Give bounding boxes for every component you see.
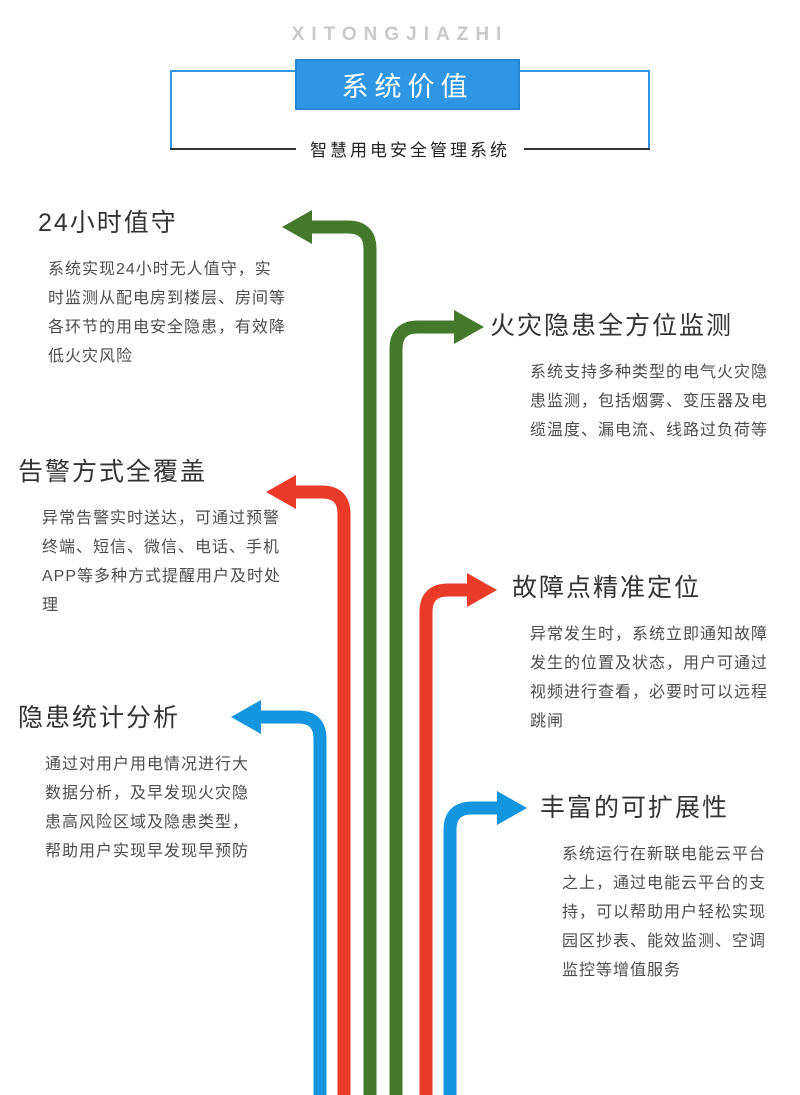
feature-title: 告警方式全覆盖: [18, 458, 208, 486]
subtitle-line-left: [170, 147, 296, 150]
subtitle-row: 智慧用电安全管理系统: [170, 136, 650, 161]
watermark-text: XITONGJIAZHI: [291, 24, 509, 45]
title-box: 系统价值: [295, 59, 520, 110]
feature-fire-hazard-monitoring: 火灾隐患全方位监测 系统支持多种类型的电气火灾隐患监测，包括烟雾、变压器及电缆温…: [490, 306, 780, 445]
feature-title: 隐患统计分析: [18, 704, 181, 732]
title-bracket-line-top-left: [170, 70, 296, 72]
title-bracket-line-top-right: [519, 70, 650, 72]
feature-body: 通过对用户用电情况进行大数据分析，及早发现火灾隐患高风险区域及隐患类型，帮助用户…: [45, 756, 250, 860]
feature-alarm-coverage: 告警方式全覆盖 异常告警实时送达，可通过预警终端、短信、微信、电话、手机APP等…: [18, 452, 282, 620]
arrow-alarm-coverage: [266, 475, 351, 1095]
feature-title: 24小时值守: [38, 209, 178, 237]
page-subtitle: 智慧用电安全管理系统: [310, 141, 510, 160]
feature-24h-duty: 24小时值守 系统实现24小时无人值守，实时监测从配电房到楼层、房间等各环节的用…: [38, 203, 286, 371]
feature-body: 系统实现24小时无人值守，实时监测从配电房到楼层、房间等各环节的用电安全隐患，有…: [48, 261, 287, 365]
feature-title: 故障点精准定位: [512, 574, 702, 602]
arrow-fault-location: [419, 573, 497, 1095]
feature-body: 异常发生时，系统立即通知故障发生的位置及状态，用户可通过视频进行查看，必要时可以…: [530, 626, 769, 730]
subtitle-line-right: [524, 147, 650, 150]
title-bracket-line-side-right: [648, 70, 650, 148]
feature-extensibility: 丰富的可扩展性 系统运行在新联电能云平台之上，通过电能云平台的支持，可以帮助用户…: [540, 788, 770, 985]
feature-title: 火灾隐患全方位监测: [490, 312, 734, 340]
arrow-hazard-analysis: [231, 700, 327, 1095]
title-bracket-line-side-left: [170, 70, 172, 148]
feature-body: 异常告警实时送达，可通过预警终端、短信、微信、电话、手机APP等多种方式提醒用户…: [42, 510, 282, 614]
feature-hazard-analysis: 隐患统计分析 通过对用户用电情况进行大数据分析，及早发现火灾隐患高风险区域及隐患…: [18, 698, 257, 866]
feature-body: 系统支持多种类型的电气火灾隐患监测，包括烟雾、变压器及电缆温度、漏电流、线路过负…: [530, 364, 769, 439]
feature-body: 系统运行在新联电能云平台之上，通过电能云平台的支持，可以帮助用户轻松实现园区抄表…: [562, 846, 767, 979]
feature-fault-location: 故障点精准定位 异常发生时，系统立即通知故障发生的位置及状态，用户可通过视频进行…: [512, 568, 770, 736]
arrow-extensibility: [443, 791, 527, 1095]
page-title: 系统价值: [341, 72, 474, 102]
arrow-24h-duty: [282, 210, 377, 1095]
feature-title: 丰富的可扩展性: [540, 794, 730, 822]
arrow-fire-hazard-monitoring: [389, 310, 484, 1095]
